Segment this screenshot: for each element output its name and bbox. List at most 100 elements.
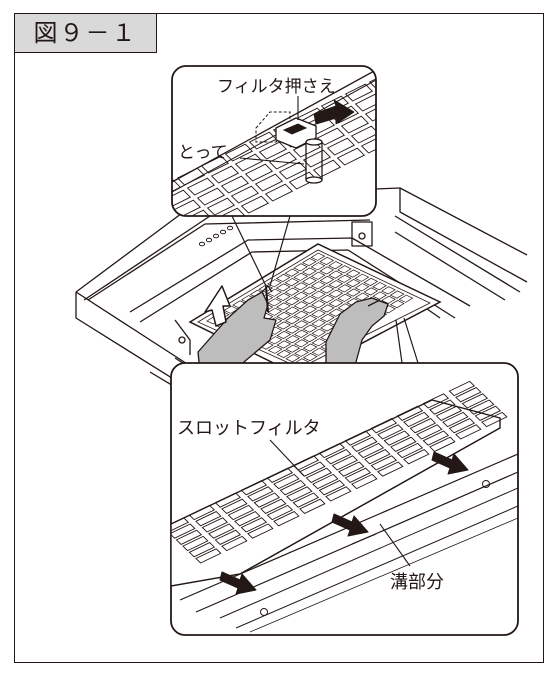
filter-slot xyxy=(302,343,318,352)
filter-slot xyxy=(247,523,274,539)
filter-slot xyxy=(210,165,240,184)
filter-slot xyxy=(461,393,489,409)
filter-slot xyxy=(481,411,508,428)
filter-slot xyxy=(354,93,376,112)
filter-slot xyxy=(286,486,313,502)
filter-slot xyxy=(310,252,326,261)
filter-slot xyxy=(285,354,301,363)
filter-slot xyxy=(345,269,361,278)
filter-slot xyxy=(299,498,326,514)
filter-slot xyxy=(340,115,370,134)
filter-slot xyxy=(200,155,230,174)
filter-slot xyxy=(325,449,352,465)
filter-slot xyxy=(267,298,283,307)
filter-slot xyxy=(258,141,288,160)
filter-slot xyxy=(345,288,361,297)
filter-slot xyxy=(404,70,431,87)
filter-slot xyxy=(267,279,282,288)
filter-slot xyxy=(216,207,246,216)
filter-slot xyxy=(337,274,352,283)
filter-slot xyxy=(264,183,294,202)
filter-slot xyxy=(389,300,405,309)
filter-slot xyxy=(468,399,495,415)
filter-slot xyxy=(171,523,196,539)
filter-slot xyxy=(372,282,387,291)
filter-slot xyxy=(396,442,424,459)
filter-slot xyxy=(410,112,437,129)
filter-slot xyxy=(305,467,333,483)
filter-slot xyxy=(302,286,317,295)
filter-slot xyxy=(429,436,456,452)
filter-slot xyxy=(267,336,283,345)
filter-slot xyxy=(188,504,216,521)
slot-filter-label: スロットフィルタ xyxy=(177,418,321,439)
filter-slot xyxy=(337,293,353,302)
filter-slot xyxy=(336,265,352,274)
filter-slot xyxy=(186,177,216,196)
filter-slot xyxy=(319,266,335,275)
filter-slot xyxy=(284,306,300,315)
filter-holder-label: フィルタ押さえ xyxy=(217,77,336,97)
top-detail-callout xyxy=(171,65,465,217)
filter-slot xyxy=(380,286,396,295)
filter-slot xyxy=(244,163,274,182)
groove-label: 溝部分 xyxy=(390,572,444,593)
filter-slot xyxy=(284,287,300,296)
filter-slot xyxy=(354,283,370,292)
filter-slot xyxy=(254,173,284,192)
filter-slot xyxy=(396,405,424,421)
filter-slot xyxy=(337,284,352,293)
filter-slot xyxy=(311,300,326,309)
filter-slot xyxy=(414,80,441,97)
filter-slot xyxy=(424,90,451,107)
filter-slot xyxy=(326,137,356,156)
control-buttons xyxy=(198,225,234,247)
filter-slot xyxy=(310,290,326,299)
filter-slot xyxy=(328,280,344,289)
filter-slot xyxy=(266,504,294,521)
callout-leaders xyxy=(231,215,419,364)
filter-slot xyxy=(422,393,450,409)
filter-slot xyxy=(302,324,318,333)
filter-slot xyxy=(344,83,374,102)
filter-slot xyxy=(438,68,465,85)
filter-slot xyxy=(275,273,291,282)
filter-slot xyxy=(354,273,370,282)
filter-slot xyxy=(267,345,283,354)
filter-slot xyxy=(370,455,398,471)
filter-slot xyxy=(351,473,378,490)
filter-slot xyxy=(206,197,236,216)
filter-slot xyxy=(377,424,404,440)
filter-slot xyxy=(377,461,404,477)
filter-slot xyxy=(224,143,254,162)
filter-slot xyxy=(372,291,388,300)
filter-slot xyxy=(293,301,309,310)
filter-slot xyxy=(208,523,235,539)
filter-slot xyxy=(240,480,268,496)
filter-slot xyxy=(284,268,300,277)
filter-slot xyxy=(364,103,376,122)
filter-slot xyxy=(285,325,300,334)
filter-slot xyxy=(403,411,430,428)
filter-slot xyxy=(435,405,463,421)
filter-slot xyxy=(350,125,376,144)
filter-slot xyxy=(195,511,222,527)
filter-slot xyxy=(182,535,209,552)
filter-slot xyxy=(374,113,376,132)
filter-slot xyxy=(302,353,318,362)
filter-slot xyxy=(175,529,203,545)
filter-slot xyxy=(328,299,344,308)
filter-slot xyxy=(294,348,309,357)
filter-slot xyxy=(344,430,372,446)
filter-slot xyxy=(363,287,379,296)
filter-slot xyxy=(302,305,318,314)
filter-slot xyxy=(293,282,309,291)
filter-slot xyxy=(336,147,366,166)
filter-slot xyxy=(310,262,326,271)
filter-slot xyxy=(268,151,298,170)
filter-slot xyxy=(230,185,260,204)
filter-slot xyxy=(389,290,405,299)
filter-slot xyxy=(328,289,344,298)
filter-slot xyxy=(188,542,216,558)
